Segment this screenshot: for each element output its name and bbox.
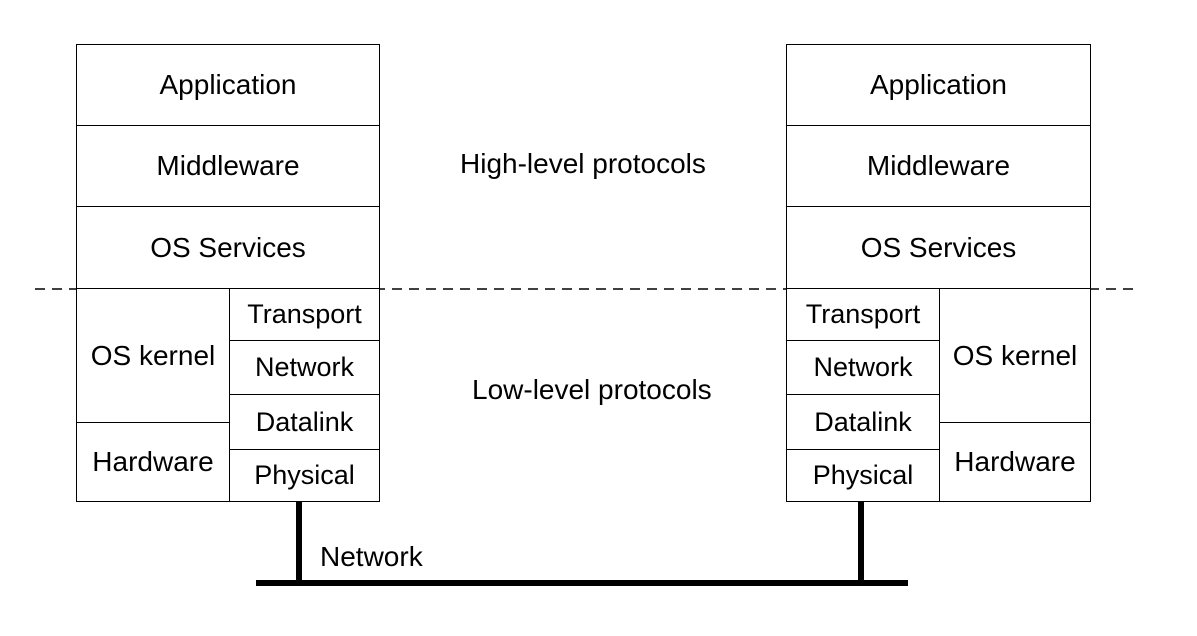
- left-hardware-layer: Hardware: [76, 422, 230, 502]
- right-transport-layer: Transport: [786, 288, 940, 341]
- left-physical-layer: Physical: [229, 449, 380, 502]
- right-hardware-layer: Hardware: [939, 422, 1091, 502]
- left-network-layer: Network: [229, 340, 380, 395]
- right-network-layer: Network: [786, 340, 940, 395]
- left-os-services-layer: OS Services: [76, 206, 380, 289]
- right-os-services-layer: OS Services: [786, 206, 1091, 289]
- right-os-kernel-layer: OS kernel: [939, 288, 1091, 423]
- left-transport-layer: Transport: [229, 288, 380, 341]
- right-datalink-layer: Datalink: [786, 394, 940, 450]
- right-application-layer: Application: [786, 44, 1091, 126]
- left-middleware-layer: Middleware: [76, 125, 380, 207]
- right-physical-layer: Physical: [786, 449, 940, 502]
- network-bus-label: Network: [320, 541, 423, 572]
- left-application-layer: Application: [76, 44, 380, 126]
- left-os-kernel-layer: OS kernel: [76, 288, 230, 423]
- left-datalink-layer: Datalink: [229, 394, 380, 450]
- right-middleware-layer: Middleware: [786, 125, 1091, 207]
- low-level-protocols-label: Low-level protocols: [472, 374, 712, 405]
- high-level-protocols-label: High-level protocols: [460, 148, 706, 179]
